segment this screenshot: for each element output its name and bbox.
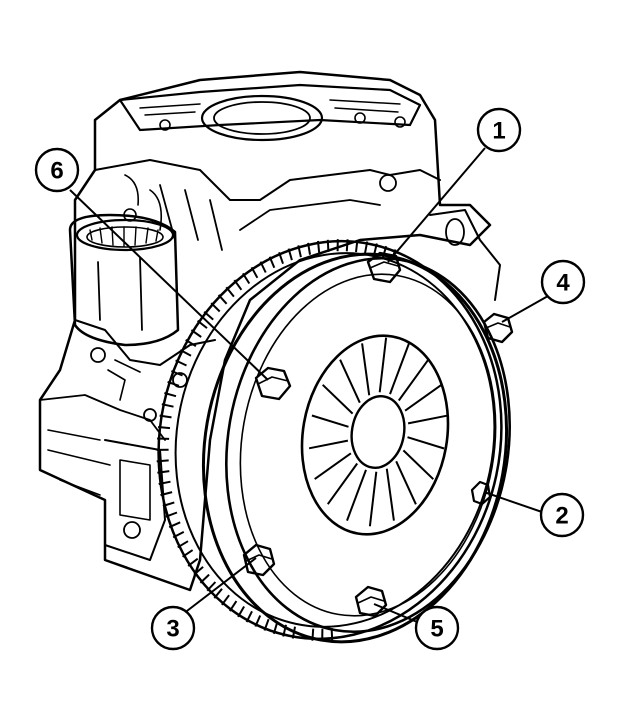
spring-finger-slot xyxy=(346,469,367,521)
spring-finger-slot xyxy=(402,449,434,480)
gear-tooth xyxy=(242,272,251,285)
gear-tooth xyxy=(165,511,178,518)
gear-tooth xyxy=(159,414,172,419)
spring-finger-slot xyxy=(404,384,442,412)
gear-tooth xyxy=(272,622,279,635)
gear-tooth xyxy=(287,248,293,261)
gear-tooth xyxy=(167,380,180,387)
spring-finger-slot xyxy=(395,460,417,505)
gear-tooth xyxy=(187,557,199,567)
gear-tooth xyxy=(164,392,177,398)
spring-finger-slot xyxy=(308,439,349,450)
spring-finger-slot xyxy=(326,462,359,505)
callout-4: 4 xyxy=(540,259,586,305)
callout-2: 2 xyxy=(539,492,585,538)
gear-tooth xyxy=(254,615,262,627)
gear-tooth xyxy=(182,549,194,558)
gear-tooth xyxy=(225,286,235,298)
gear-tooth xyxy=(179,349,192,357)
gear-tooth xyxy=(221,594,230,606)
spring-finger-slot xyxy=(314,452,352,480)
gear-tooth xyxy=(297,245,302,258)
svg-text:2: 2 xyxy=(555,503,568,530)
gear-tooth xyxy=(203,310,214,321)
gear-tooth xyxy=(268,256,276,269)
gear-tooth xyxy=(364,241,369,254)
gear-tooth xyxy=(158,426,171,430)
spring-finger-slot xyxy=(361,343,371,396)
gear-tooth xyxy=(250,266,259,279)
spring-finger-slot xyxy=(407,436,445,450)
svg-text:4: 4 xyxy=(556,270,570,297)
svg-text:1: 1 xyxy=(492,118,505,145)
spring-finger-slot xyxy=(368,471,378,527)
gear-tooth xyxy=(161,403,174,408)
spring-finger-slot xyxy=(322,384,354,415)
gear-tooth xyxy=(326,239,330,252)
gear-tooth xyxy=(259,261,267,273)
gear-tooth xyxy=(278,251,284,265)
spring-finger-slot xyxy=(385,468,395,521)
bolt-4 xyxy=(482,312,514,344)
gear-tooth xyxy=(199,573,210,584)
callout-5: 5 xyxy=(414,605,460,651)
gear-tooth xyxy=(190,329,202,338)
gear-tooth xyxy=(206,581,217,592)
gear-tooth xyxy=(162,501,175,507)
spring-finger-slot xyxy=(397,359,430,402)
bolt-3 xyxy=(242,543,276,577)
svg-text:3: 3 xyxy=(166,616,179,643)
leader-lines xyxy=(69,147,549,625)
gear-tooth xyxy=(345,239,349,252)
callout-1: 1 xyxy=(476,107,522,153)
spring-finger-slot xyxy=(339,359,361,404)
gear-tooth xyxy=(158,480,171,485)
gear-tooth xyxy=(245,610,253,623)
gear-tooth xyxy=(177,540,189,549)
gear-tooth xyxy=(171,370,183,377)
flywheel-ring-gear xyxy=(156,239,503,641)
svg-text:5: 5 xyxy=(430,616,443,643)
spring-finger-slot xyxy=(407,414,448,425)
gear-tooth xyxy=(355,239,359,253)
gear-tooth xyxy=(160,491,173,497)
engine-block xyxy=(38,70,501,592)
svg-text:6: 6 xyxy=(50,158,63,185)
oil-filter-housing xyxy=(68,208,180,347)
gear-tooth xyxy=(233,279,243,291)
bolt-1 xyxy=(366,251,402,284)
bolt-5 xyxy=(354,585,388,618)
gear-tooth xyxy=(196,319,208,329)
gear-tooth xyxy=(193,566,204,576)
gear-tooth xyxy=(168,521,181,529)
callout-6: 6 xyxy=(34,147,80,193)
gear-tooth xyxy=(317,240,321,254)
callout-3: 3 xyxy=(150,605,196,651)
spring-finger-slot xyxy=(311,414,349,428)
gear-tooth xyxy=(157,470,170,474)
clutch-pressure-plate xyxy=(201,252,511,644)
gear-tooth xyxy=(156,459,169,463)
gear-tooth xyxy=(307,242,311,255)
gear-tooth xyxy=(263,618,270,631)
gear-tooth xyxy=(172,531,185,539)
gear-tooth xyxy=(217,294,228,305)
gear-tooth xyxy=(175,359,187,367)
gear-tooth xyxy=(210,302,221,313)
gear-tooth xyxy=(228,600,238,612)
bolt-2 xyxy=(470,480,492,506)
spring-finger-slot xyxy=(378,337,388,393)
gear-tooth xyxy=(185,339,197,348)
spring-finger-slot xyxy=(389,343,410,395)
gear-tooth xyxy=(237,606,245,618)
gear-tooth xyxy=(213,588,223,599)
bolt-6 xyxy=(254,366,292,401)
